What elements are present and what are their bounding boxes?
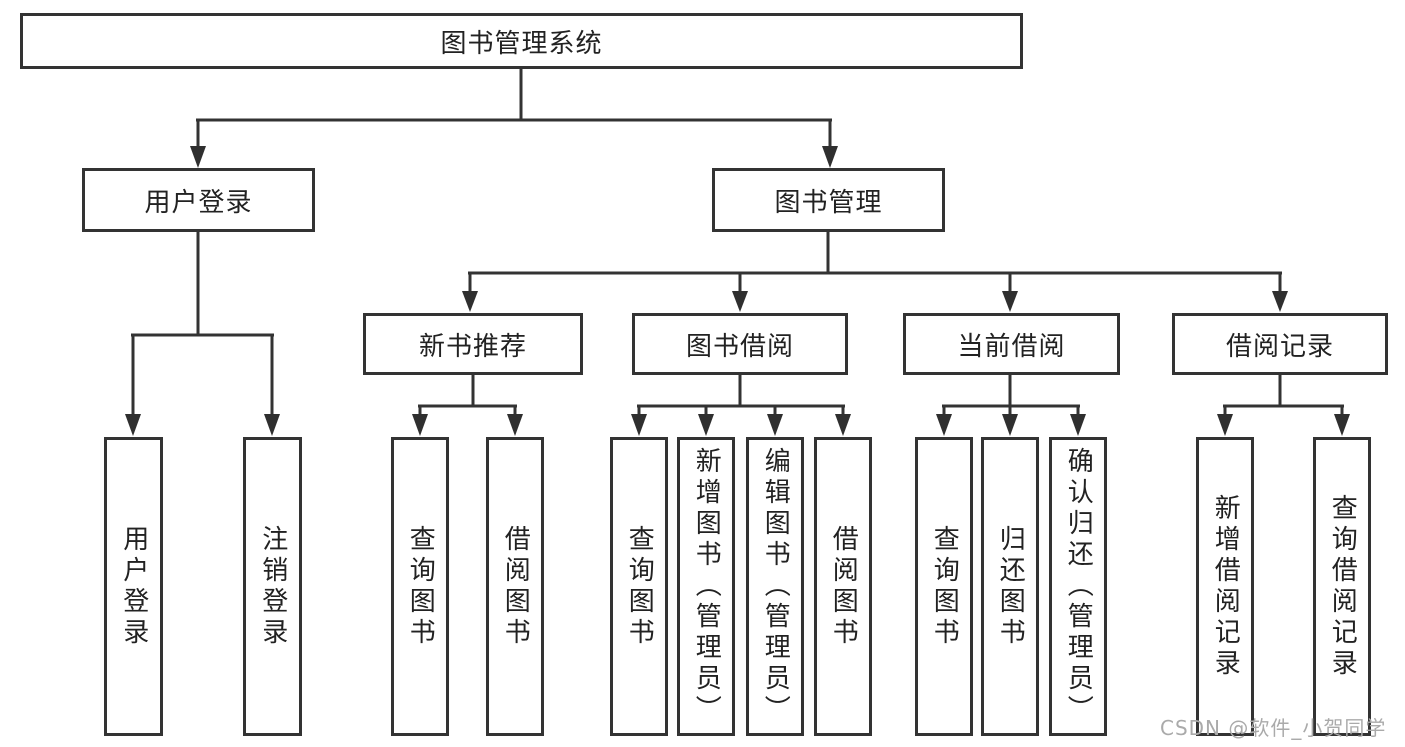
- node-label: 查询借阅记录: [1327, 493, 1358, 680]
- node-book-borrowing: 图书借阅: [632, 313, 848, 375]
- node-label: 借阅图书: [500, 524, 531, 649]
- node-label: 借阅图书: [828, 524, 859, 649]
- node-label: 借阅记录: [1225, 331, 1334, 362]
- csdn-watermark: CSDN @软件_小贺同学: [1160, 716, 1387, 740]
- node-label: 注销登录: [257, 524, 288, 649]
- node-label: 查询图书: [405, 524, 436, 649]
- node-label: 查询图书: [929, 524, 960, 649]
- node-user-login: 用户登录: [82, 168, 315, 232]
- node-label: 用户登录: [144, 187, 253, 218]
- leaf-add-borrow-record: 新增借阅记录: [1196, 437, 1254, 736]
- node-label: 当前借阅: [957, 331, 1066, 362]
- leaf-edit-book-admin: 编辑图书（管理员）: [746, 437, 804, 736]
- leaf-query-books-current: 查询图书: [915, 437, 973, 736]
- node-label: 图书管理系统: [440, 28, 603, 59]
- node-book-management: 图书管理: [712, 168, 945, 232]
- node-new-book-recommendation: 新书推荐: [363, 313, 583, 375]
- node-label: 归还图书: [995, 524, 1026, 649]
- node-label: 图书管理: [774, 187, 883, 218]
- node-label: 用户登录: [118, 524, 149, 649]
- node-label: 新增借阅记录: [1210, 493, 1241, 680]
- node-label: 新增图书（管理员）: [691, 447, 722, 726]
- leaf-logout: 注销登录: [243, 437, 302, 736]
- leaf-query-books-recommend: 查询图书: [391, 437, 449, 736]
- leaf-borrow-books-recommend: 借阅图书: [486, 437, 544, 736]
- leaf-user-login: 用户登录: [104, 437, 163, 736]
- leaf-confirm-return-admin: 确认归还（管理员）: [1049, 437, 1107, 736]
- node-label: 图书借阅: [685, 331, 794, 362]
- node-label: 确认归还（管理员）: [1063, 447, 1094, 726]
- leaf-query-books-borrow: 查询图书: [610, 437, 668, 736]
- leaf-add-book-admin: 新增图书（管理员）: [677, 437, 735, 736]
- leaf-borrow-books: 借阅图书: [814, 437, 872, 736]
- node-label: 编辑图书（管理员）: [760, 447, 791, 726]
- node-current-borrowing: 当前借阅: [903, 313, 1120, 375]
- node-label: 查询图书: [624, 524, 655, 649]
- node-library-management-system: 图书管理系统: [20, 13, 1023, 69]
- node-label: 新书推荐: [418, 331, 527, 362]
- node-borrowing-records: 借阅记录: [1172, 313, 1388, 375]
- leaf-query-borrow-record: 查询借阅记录: [1313, 437, 1371, 736]
- leaf-return-book: 归还图书: [981, 437, 1039, 736]
